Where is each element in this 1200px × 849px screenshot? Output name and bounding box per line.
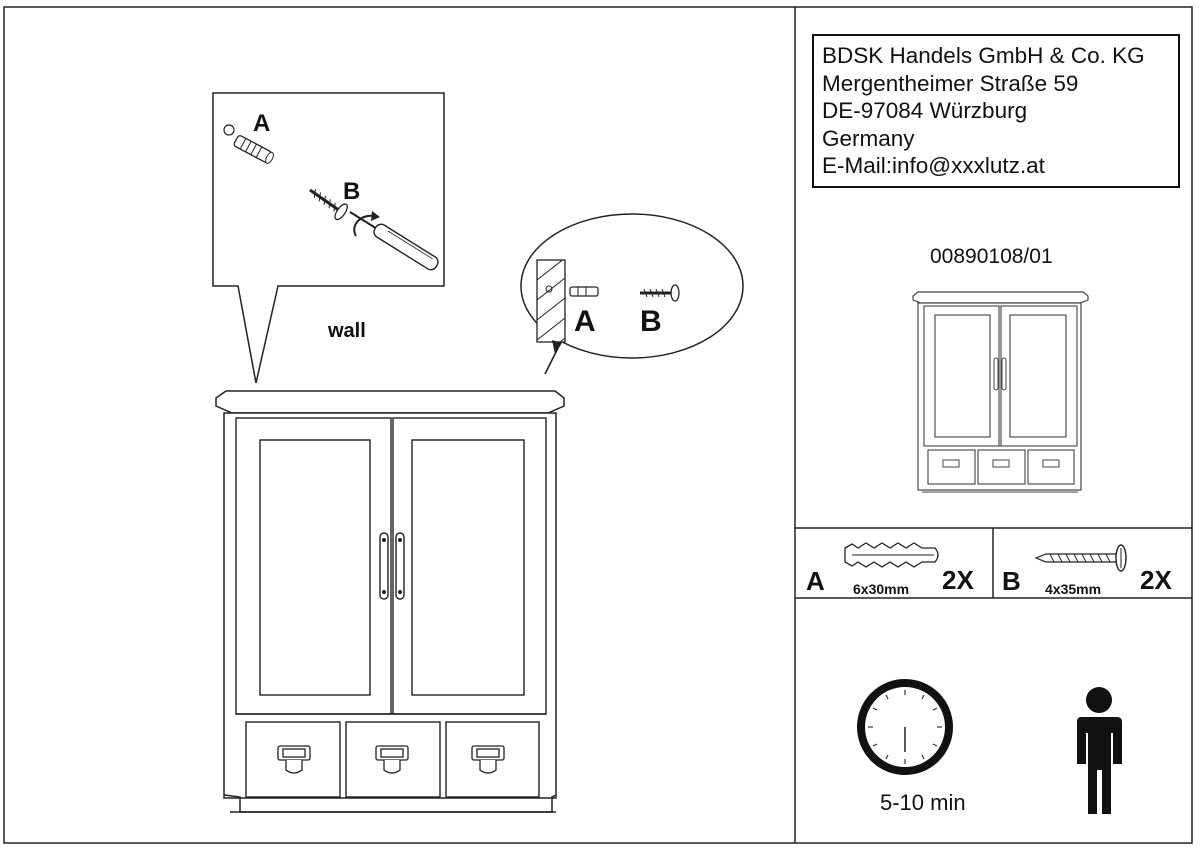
manufacturer-address: BDSK Handels GmbH & Co. KG Mergentheimer… bbox=[812, 34, 1180, 188]
part-a-size: 6x30mm bbox=[853, 581, 910, 597]
detail-label-b: B bbox=[640, 305, 662, 338]
address-line: Germany bbox=[822, 125, 915, 151]
detail-label-a: A bbox=[574, 305, 596, 338]
callout-label-b: B bbox=[343, 178, 361, 205]
part-b-qty: 2X bbox=[1140, 565, 1172, 595]
address-line: DE-97084 Würzburg bbox=[822, 98, 1028, 123]
part-b-letter: B bbox=[1002, 566, 1021, 596]
article-number: 00890108/01 bbox=[930, 245, 1053, 268]
assembly-time: 5-10 min bbox=[880, 790, 966, 815]
wall-label: wall bbox=[328, 320, 366, 342]
address-line: BDSK Handels GmbH & Co. KG bbox=[822, 43, 1145, 68]
callout-label-a: A bbox=[253, 110, 271, 137]
part-b-size: 4x35mm bbox=[1045, 581, 1102, 597]
address-line: Mergentheimer Straße 59 bbox=[822, 70, 1079, 96]
part-a-qty: 2X bbox=[942, 565, 974, 595]
part-a-letter: A bbox=[806, 566, 825, 596]
address-line: E-Mail:info@xxxlutz.at bbox=[822, 153, 1045, 178]
